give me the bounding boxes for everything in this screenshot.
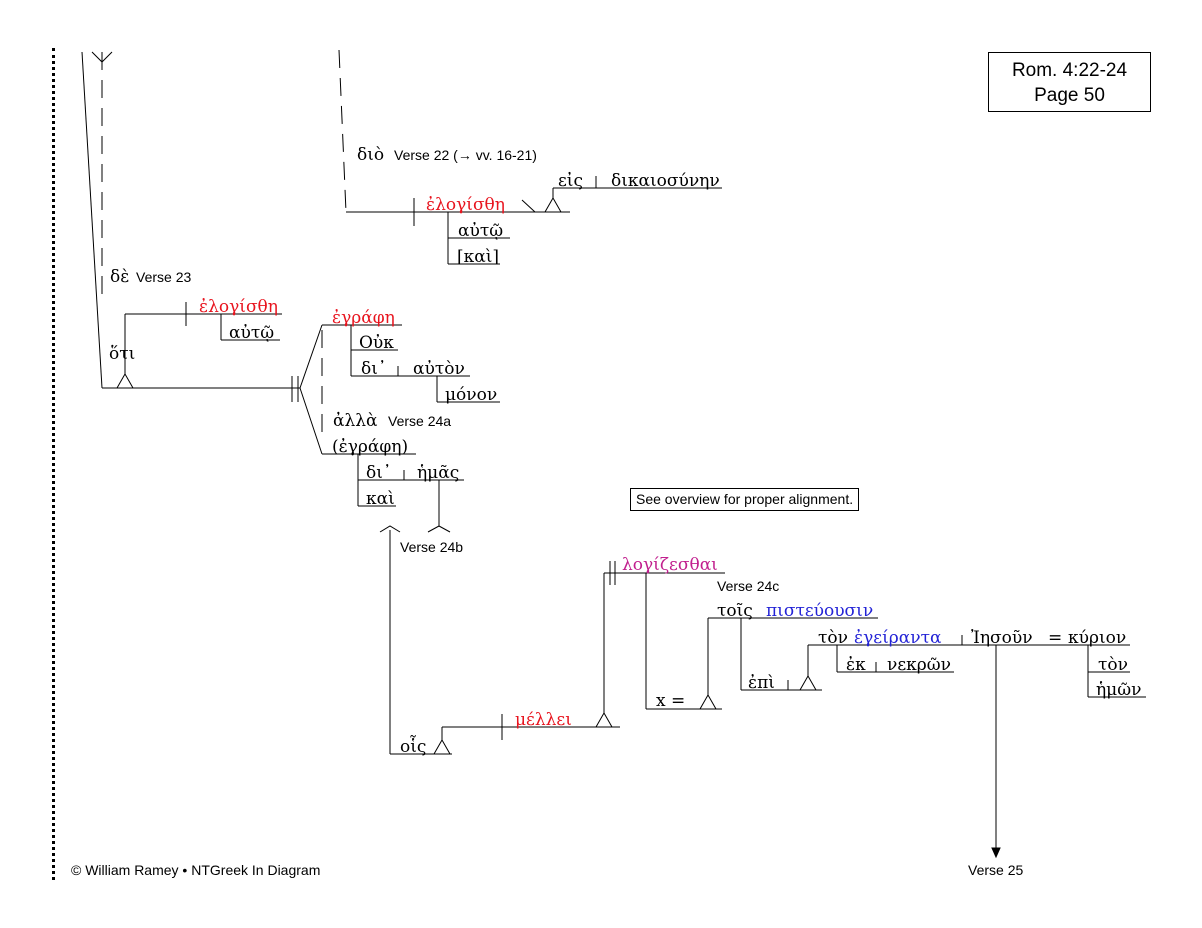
- verb-elogisthe-23: ἐλογίσθη: [199, 297, 278, 317]
- word-auto-23: αὐτῷ: [229, 323, 274, 343]
- word-dikaiosynen: δικαιοσύνην: [611, 171, 720, 191]
- branch-upper: [299, 324, 323, 389]
- verb-mellei: μέλλει: [515, 710, 572, 730]
- word-iesoun: Ἰησοῦν: [971, 628, 1033, 648]
- verb-egraphe: ἐγράφη: [332, 308, 395, 328]
- alignment-note: See overview for proper alignment.: [630, 488, 860, 511]
- left-dotted-margin: [52, 48, 59, 880]
- reference-line-1: Rom. 4:22-24: [1011, 60, 1128, 81]
- word-ouk: Οὐκ: [359, 333, 394, 353]
- word-hois: οἷς: [400, 735, 426, 757]
- word-hoti: ὅτι: [109, 344, 135, 364]
- pedestal: [544, 196, 562, 213]
- branch-lower: [299, 387, 323, 455]
- word-ton: τὸν: [818, 628, 848, 648]
- word-nekron: νεκρῶν: [887, 655, 951, 675]
- connector-fork: [427, 525, 451, 533]
- word-kai-24: καὶ: [366, 489, 395, 509]
- pedestal: [595, 711, 613, 728]
- word-egraphe-paren: (ἐγράφη): [332, 437, 408, 457]
- word-di-1: δι᾽: [361, 359, 386, 379]
- modifier-slant: [521, 199, 536, 213]
- word-auto-22: αὐτῷ: [458, 221, 503, 241]
- infinitive-logizesthai: λογίζεσθαι: [622, 555, 718, 575]
- pedestal: [699, 693, 717, 710]
- pedestal: [433, 738, 451, 755]
- word-x-equals: x =: [656, 691, 685, 711]
- word-tois: τοῖς: [717, 601, 753, 621]
- verb-elogisthe-22: ἐλογίσθη: [426, 195, 505, 215]
- participle-egeiranta: ἐγείραντα: [854, 628, 942, 648]
- word-dio: διὸ: [357, 145, 384, 165]
- word-kyrion: κύριον: [1068, 628, 1126, 648]
- arrowhead: [991, 847, 1001, 859]
- word-alla: ἀλλὰ: [333, 411, 378, 431]
- verse-24a-label: Verse 24a: [388, 413, 451, 429]
- word-kai-bracket: [καὶ]: [457, 247, 499, 267]
- participle-pisteuousin: πιστεύουσιν: [766, 601, 873, 621]
- word-epi: ἐπὶ: [748, 673, 775, 693]
- word-ek: ἐκ: [846, 655, 866, 675]
- pedestal: [116, 372, 134, 389]
- verse-24c-label: Verse 24c: [717, 578, 779, 594]
- verse-24b-label: Verse 24b: [400, 539, 463, 555]
- verse-23-label: Verse 23: [136, 269, 191, 285]
- verse-25-label: Verse 25: [968, 862, 1024, 878]
- word-eis: εἰς: [558, 171, 583, 191]
- word-di-2: δι᾽: [366, 463, 391, 483]
- reference-line-2: Page 50: [1034, 85, 1105, 106]
- connector-fork: [91, 51, 113, 63]
- verse-22-label: Verse 22 (→ vv. 16-21): [394, 147, 537, 163]
- word-monon: μόνον: [445, 385, 497, 405]
- word-ton-2: τὸν: [1098, 655, 1128, 675]
- connector-line: [81, 51, 103, 389]
- pedestal: [799, 674, 817, 691]
- copyright: © William Ramey • NTGreek In Diagram: [71, 862, 321, 878]
- word-de: δὲ: [110, 267, 129, 287]
- connector-fork: [379, 525, 401, 533]
- connector-dashed: [338, 49, 347, 213]
- word-hemon: ἡμῶν: [1096, 680, 1141, 700]
- word-auton: αὐτὸν: [413, 359, 465, 379]
- word-hemas: ἡμᾶς: [417, 463, 459, 483]
- word-equals: =: [1048, 628, 1062, 648]
- reference-box: Rom. 4:22-24 Page 50: [988, 52, 1151, 112]
